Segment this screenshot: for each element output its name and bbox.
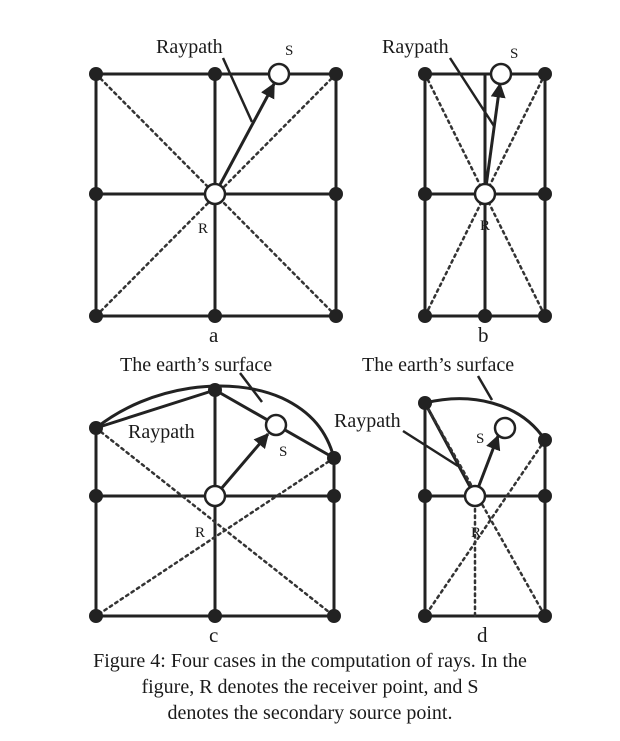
panel-a-source-label: S: [285, 43, 293, 59]
panel-a-receiver-label: R: [198, 221, 208, 237]
panel-b-source-point: [489, 62, 513, 86]
panel-d-raypath-leader: [402, 429, 459, 468]
panel-b-raypath-label: Raypath: [382, 36, 449, 58]
panel-a-receiver-point: [203, 182, 227, 206]
panel-b-receiver-point: [473, 182, 497, 206]
panel-d-case-label: d: [477, 623, 488, 647]
panel-b: Raypath S R b: [382, 36, 552, 347]
panel-c-earth-surface: [95, 384, 336, 459]
panel-a-case-label: a: [209, 323, 219, 347]
panel-c-diagonals: [94, 426, 336, 618]
panel-c-case-label: c: [209, 623, 218, 647]
panel-b-diagonals: [423, 72, 547, 318]
panel-a-source-point: [267, 62, 291, 86]
panel-c-surface-leader: [239, 372, 263, 403]
panel-d: The earth’s surface Raypath S R d: [334, 354, 552, 647]
panel-c-ray-arrow: [213, 432, 270, 497]
panel-d-nodes: [418, 396, 552, 623]
panel-c-nodes: [89, 383, 341, 623]
panel-c-raypath-label: Raypath: [128, 421, 195, 443]
panel-d-receiver-label: R: [471, 525, 481, 541]
panel-a-ray-arrow: [213, 82, 276, 195]
panel-d-source-label: S: [476, 431, 484, 447]
panel-d-surface-label: The earth’s surface: [362, 354, 514, 376]
panel-b-nodes: [418, 67, 552, 323]
panel-d-diagonals: [423, 401, 547, 618]
panel-b-source-label: S: [510, 46, 518, 62]
panel-d-raypath-label: Raypath: [334, 410, 401, 432]
panel-c-source-label: S: [279, 444, 287, 460]
figure-caption: Figure 4: Four cases in the computation …: [20, 648, 600, 726]
panel-a-raypath-leader: [221, 57, 254, 123]
panel-a: Raypath S R a: [89, 36, 343, 347]
caption-line-1: Figure 4: Four cases in the computation …: [93, 650, 527, 672]
panel-c-surface-label: The earth’s surface: [120, 354, 272, 376]
panel-b-receiver-label: R: [480, 218, 490, 234]
caption-line-2: figure, R denotes the receiver point, an…: [141, 676, 479, 698]
panel-a-nodes: [89, 67, 343, 323]
panel-b-raypath-leader: [448, 57, 496, 127]
panel-c-receiver-label: R: [195, 525, 205, 541]
panel-c-source-point: [264, 413, 288, 437]
caption-line-3: denotes the secondary source point.: [167, 702, 453, 724]
panel-d-source-point: [493, 416, 517, 440]
panel-d-earth-surface: [424, 397, 547, 441]
panel-b-case-label: b: [478, 323, 489, 347]
panel-c: The earth’s surface Raypath S R c: [89, 354, 341, 647]
panel-a-raypath-label: Raypath: [156, 36, 223, 58]
panel-b-ray-arrow: [483, 82, 506, 195]
panel-c-receiver-point: [203, 484, 227, 508]
panel-d-receiver-point: [463, 484, 487, 508]
panel-d-surface-leader: [476, 375, 494, 401]
